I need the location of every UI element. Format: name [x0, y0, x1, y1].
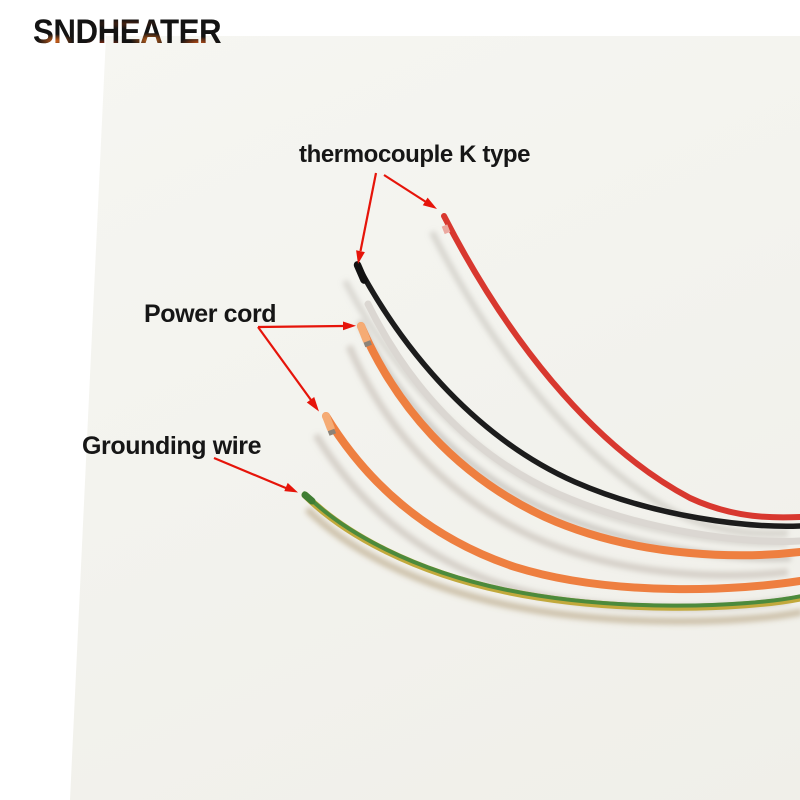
thermocouple-label: thermocouple K type — [299, 141, 531, 168]
wire-white — [364, 300, 800, 545]
brand-logo: SNDHEATER — [33, 13, 222, 52]
photo-background — [70, 36, 800, 800]
wire-orange-upper-tip — [357, 322, 371, 344]
wire-orange-upper — [357, 322, 800, 560]
wire-ground-green-stripe — [302, 491, 800, 608]
wire-black — [354, 261, 800, 529]
wire-orange-lower — [322, 412, 800, 594]
thermocouple-arrow-right-line — [383, 174, 427, 203]
wire-shadows — [304, 230, 800, 625]
wire-black-tip — [353, 261, 368, 284]
grounding-arrow-head-icon — [284, 482, 298, 493]
orange-upper-wire-shadow — [345, 344, 789, 579]
power-cord-arrow-upper-head-icon — [343, 321, 356, 331]
wire-red — [441, 213, 800, 521]
wire-orange-lower-tip — [322, 412, 335, 433]
red-wire-shadow — [429, 230, 789, 537]
ground-wire-shadow — [304, 506, 800, 625]
wire-ground-tip — [301, 491, 316, 505]
grounding-wire-label: Grounding wire — [82, 432, 262, 460]
wire-orange-upper-band — [363, 340, 372, 348]
thermocouple-arrow-right-head-icon — [422, 197, 437, 209]
wire-orange-lower-band — [327, 428, 337, 436]
thermocouple-arrow-left-line — [359, 172, 378, 252]
callout-arrows — [213, 172, 437, 493]
power-cord-arrow-lower-line — [257, 326, 312, 401]
grounding-arrow-line — [213, 456, 288, 490]
power-cord-arrow-upper-line — [257, 324, 344, 329]
wire-red-tip — [441, 224, 451, 235]
thermocouple-arrow-left-head-icon — [356, 250, 365, 264]
power-cord-arrow-lower-head-icon — [306, 397, 319, 412]
power-cord-label: Power cord — [144, 300, 277, 328]
